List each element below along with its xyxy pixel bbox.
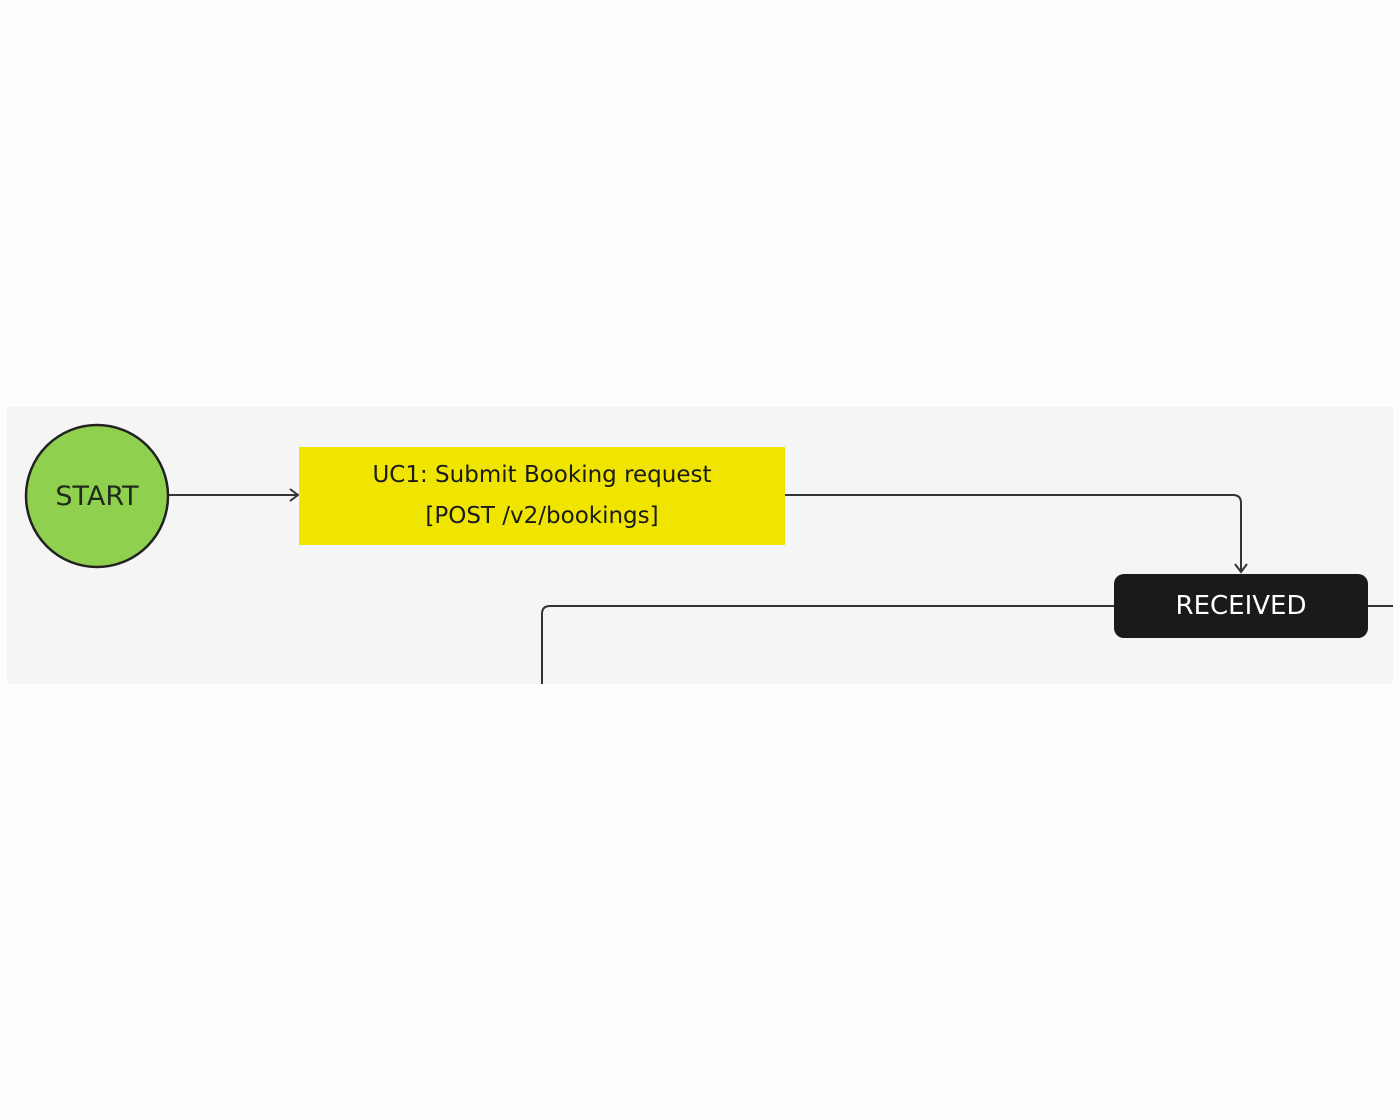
start-label: START [55,481,139,512]
received-label: RECEIVED [1176,591,1307,621]
uc1-node[interactable]: UC1: Submit Booking request [POST /v2/bo… [299,447,785,545]
edge-uc1-to-received [785,494,1248,574]
uc1-title: UC1: Submit Booking request [372,462,711,488]
uc1-endpoint: [POST /v2/bookings] [425,503,658,529]
received-node[interactable]: RECEIVED [1114,574,1368,638]
edge-received-left [541,605,1114,684]
start-node[interactable]: START [24,423,170,569]
